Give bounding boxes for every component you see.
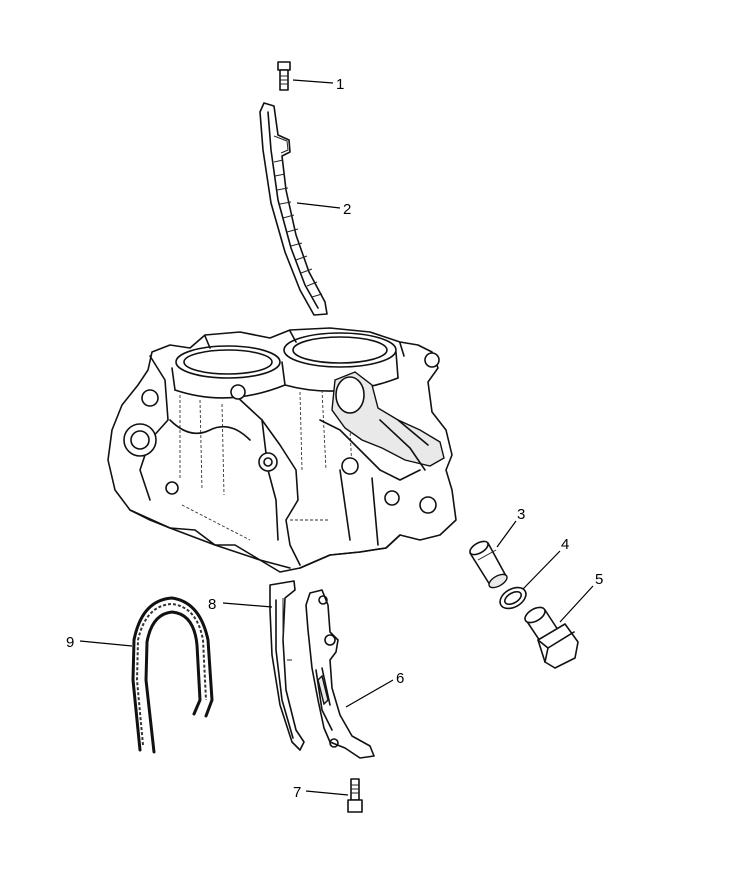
- callout-2: 2: [296, 201, 351, 218]
- callout-4: 4: [522, 536, 569, 590]
- callout-label-9: 9: [66, 634, 74, 651]
- part-8-chain-guide[interactable]: [269, 580, 305, 751]
- callout-label-4: 4: [561, 536, 569, 553]
- callout-7: 7: [293, 784, 349, 801]
- callout-label-1: 1: [336, 76, 344, 93]
- callout-label-5: 5: [595, 571, 603, 588]
- part-5-tensioner-plug[interactable]: [522, 604, 579, 669]
- callout-label-6: 6: [396, 670, 404, 687]
- callout-label-2: 2: [343, 201, 351, 218]
- part-3-tensioner-plunger[interactable]: [468, 539, 509, 591]
- part-2-chain-guide[interactable]: [259, 102, 328, 316]
- callout-8: 8: [208, 596, 273, 613]
- callout-label-7: 7: [293, 784, 301, 801]
- callout-9: 9: [66, 634, 133, 651]
- callout-5: 5: [559, 571, 603, 623]
- part-6-tensioner-guide[interactable]: [305, 589, 375, 759]
- engine-block: [107, 327, 457, 573]
- callout-6: 6: [345, 670, 404, 708]
- part-7-bolt[interactable]: [347, 778, 363, 813]
- callout-1: 1: [292, 76, 344, 93]
- part-9-timing-chain[interactable]: [131, 596, 214, 754]
- callout-label-8: 8: [208, 596, 216, 613]
- part-4-sealing-washer[interactable]: [496, 583, 529, 613]
- callout-label-3: 3: [517, 506, 525, 523]
- part-1-bolt[interactable]: [277, 61, 291, 91]
- callout-3: 3: [496, 506, 525, 548]
